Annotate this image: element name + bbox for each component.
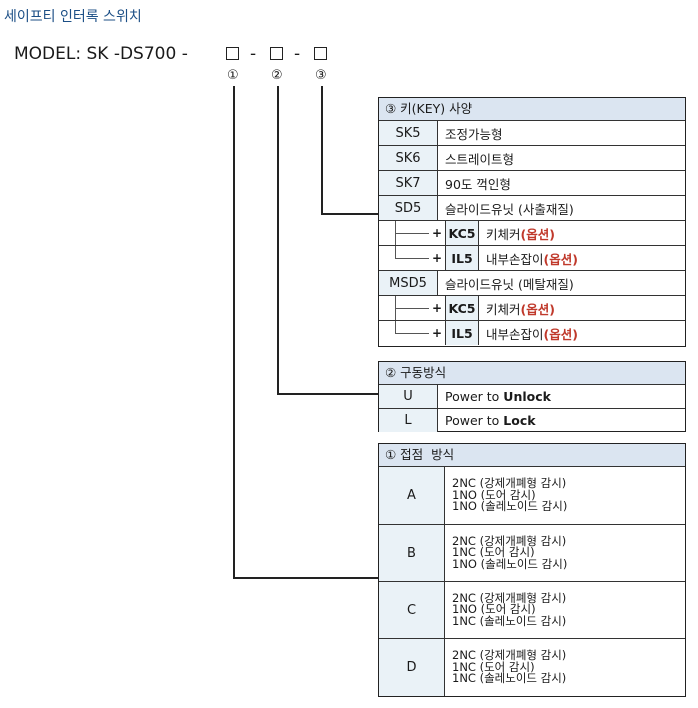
plus-sign: +	[432, 226, 443, 240]
table-row: U Power to Unlock	[379, 384, 685, 408]
marker-key: ③	[315, 68, 327, 83]
row-code: C	[379, 582, 445, 638]
table-header: ① 접점 방식	[379, 444, 685, 466]
row-code: A	[379, 467, 445, 524]
connector-key-horizontal	[321, 213, 378, 215]
table-header: ③ 키(KEY) 사양	[379, 98, 685, 120]
row-code: SK7	[379, 171, 438, 195]
model-dash: -	[250, 44, 257, 64]
row-desc: 키체커(옵션)	[486, 301, 555, 317]
row-code: D	[379, 639, 445, 696]
table-row: SD5 슬라이드유닛 (사출재질)	[379, 195, 685, 220]
row-desc: 2NC (강제개폐형 감시)1NC (도어 감시)1NC (솔레노이드 감시)	[452, 648, 567, 686]
table-row: C 2NC (강제개폐형 감시)1NO (도어 감시)1NC (솔레노이드 감시…	[379, 581, 685, 638]
row-code: U	[379, 385, 438, 408]
row-desc: 내부손잡이(옵션)	[486, 251, 578, 267]
page-title: 세이프티 인터록 스위치	[4, 9, 142, 25]
table-row: MSD5 슬라이드유닛 (메탈재질)	[379, 270, 685, 295]
tree-line	[395, 233, 429, 234]
row-desc: 키체커(옵션)	[486, 226, 555, 242]
row-code: IL5	[445, 246, 479, 270]
row-desc: 2NC (강제개폐형 감시)1NO (도어 감시)1NC (솔레노이드 감시)	[452, 590, 567, 628]
option-box-drive	[270, 47, 283, 60]
connector-drive-vertical	[277, 86, 279, 394]
row-code: KC5	[445, 296, 479, 320]
row-desc: Power to Unlock	[445, 389, 551, 404]
row-code: B	[379, 525, 445, 581]
row-code: MSD5	[379, 271, 438, 295]
key-spec-table: ③ 키(KEY) 사양 SK5 조정가능형 SK6 스트레이트형 SK7 90도…	[378, 97, 686, 347]
row-desc: 조정가능형	[445, 126, 503, 142]
table-row-sub: + KC5 키체커(옵션)	[379, 220, 685, 258]
row-desc: 스트레이트형	[445, 151, 515, 167]
connector-contact-horizontal	[233, 577, 378, 579]
table-header: ② 구동방식	[379, 362, 685, 384]
row-code: SK5	[379, 121, 438, 145]
model-prefix: MODEL: SK -DS700 -	[14, 44, 188, 64]
row-code: L	[379, 409, 438, 432]
plus-sign: +	[432, 301, 443, 315]
plus-sign: +	[432, 251, 443, 265]
row-code: SK6	[379, 146, 438, 170]
tree-line	[395, 258, 429, 259]
table-row-sub: + IL5 내부손잡이(옵션)	[379, 245, 685, 270]
row-desc: 슬라이드유닛 (메탈재질)	[445, 276, 574, 292]
row-desc: 2NC (강제개폐형 감시)1NC (도어 감시)1NO (솔레노이드 감시)	[452, 533, 568, 571]
row-desc: Power to Lock	[445, 413, 536, 428]
contact-method-table: ① 접점 방식 A 2NC (강제개폐형 감시)1NO (도어 감시)1NO (…	[378, 443, 686, 697]
tree-line	[395, 308, 429, 309]
drive-method-table: ② 구동방식 U Power to Unlock L Power to Lock	[378, 361, 686, 432]
row-code: SD5	[379, 196, 438, 220]
connector-contact-vertical	[233, 86, 235, 578]
row-desc: 90도 꺽인형	[445, 176, 511, 192]
plus-sign: +	[432, 326, 443, 340]
connector-drive-horizontal	[277, 393, 378, 395]
option-box-key	[314, 47, 327, 60]
row-code: IL5	[445, 321, 479, 345]
table-row: B 2NC (강제개폐형 감시)1NC (도어 감시)1NO (솔레노이드 감시…	[379, 524, 685, 581]
tree-line	[395, 333, 429, 334]
tree-line	[395, 221, 396, 258]
marker-drive: ②	[271, 68, 283, 83]
table-row: SK5 조정가능형	[379, 120, 685, 145]
table-row: SK6 스트레이트형	[379, 145, 685, 170]
row-desc: 2NC (강제개폐형 감시)1NO (도어 감시)1NO (솔레노이드 감시)	[452, 476, 568, 514]
connector-key-vertical	[321, 86, 323, 214]
table-row: SK7 90도 꺽인형	[379, 170, 685, 195]
table-row: L Power to Lock	[379, 408, 685, 432]
marker-contact: ①	[227, 68, 239, 83]
row-code: KC5	[445, 221, 479, 245]
table-row-sub: + IL5 내부손잡이(옵션)	[379, 320, 685, 345]
row-desc: 슬라이드유닛 (사출재질)	[445, 201, 574, 217]
table-row-sub: + KC5 키체커(옵션)	[379, 295, 685, 333]
table-row: D 2NC (강제개폐형 감시)1NC (도어 감시)1NC (솔레노이드 감시…	[379, 638, 685, 696]
table-row: A 2NC (강제개폐형 감시)1NO (도어 감시)1NO (솔레노이드 감시…	[379, 466, 685, 524]
row-desc: 내부손잡이(옵션)	[486, 326, 578, 342]
tree-line	[395, 296, 396, 333]
option-box-contact	[226, 47, 239, 60]
model-dash: -	[294, 44, 301, 64]
